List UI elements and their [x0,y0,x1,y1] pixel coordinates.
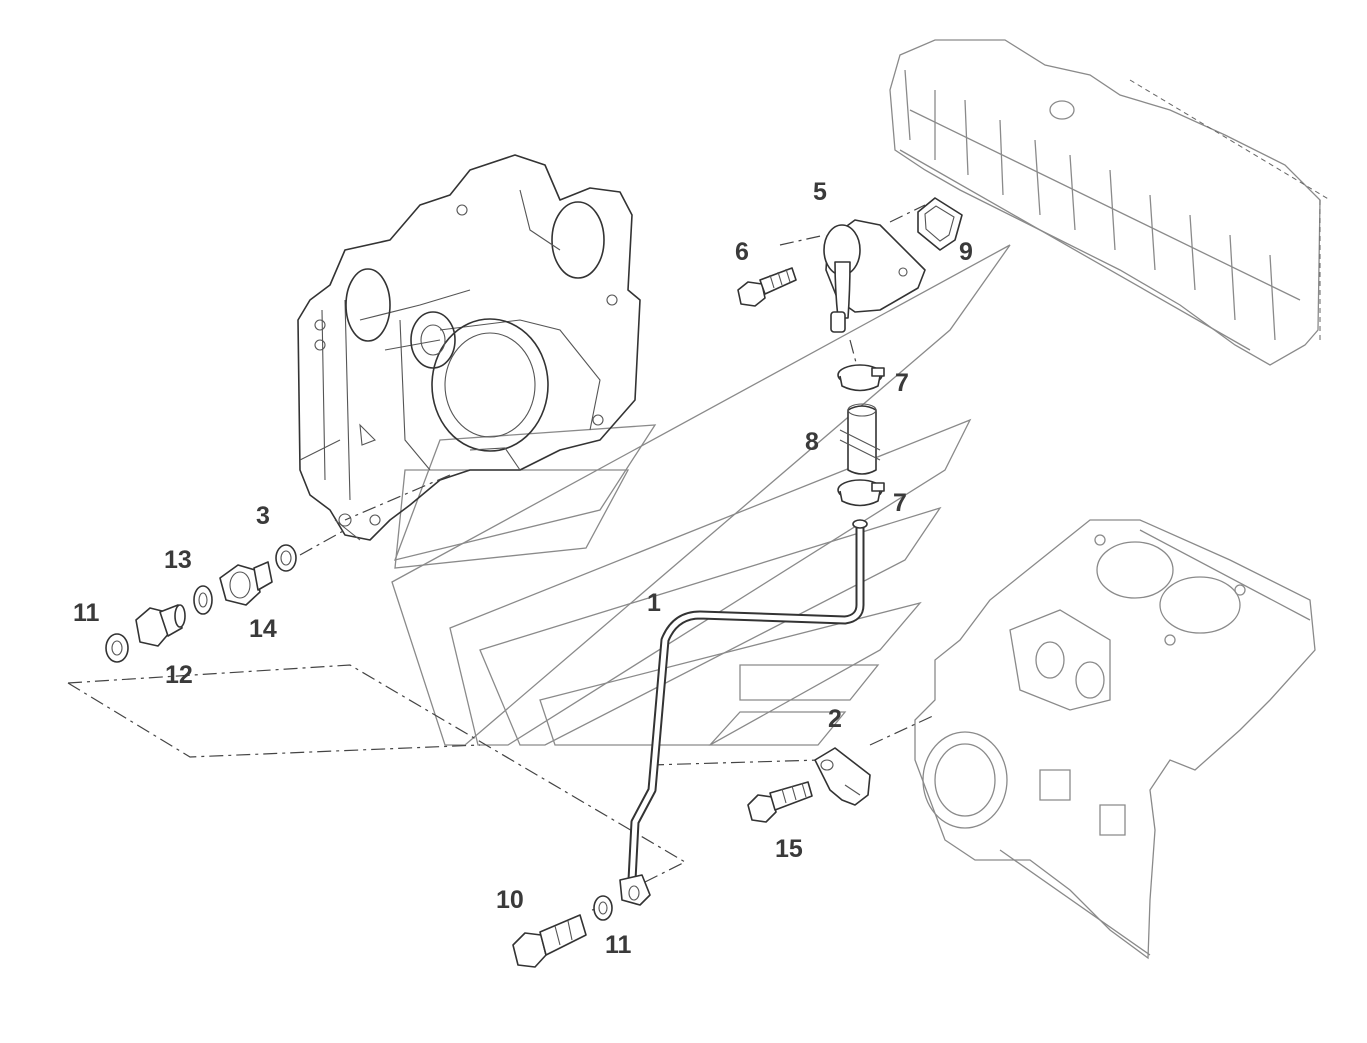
washer-11-lower [593,895,613,921]
banjo-bolt-10 [512,914,587,968]
oil-filter-head [823,219,926,333]
callout-6: 6 [735,238,749,266]
callout-7-upper: 7 [895,369,909,397]
callout-10: 10 [496,886,524,914]
oil-pipe-1 [619,519,868,906]
callout-1: 1 [647,589,661,617]
callout-11-lower: 11 [605,931,632,959]
adapter-12 [135,604,186,647]
callout-8: 8 [805,428,819,456]
callout-11-left: 11 [73,599,100,627]
assembly-lines [67,204,936,911]
callout-15: 15 [775,835,803,863]
filter-head-gasket [917,197,963,251]
callout-14: 14 [249,615,277,643]
washer-11-left [105,633,129,663]
bolt-6 [737,267,797,307]
washer-3 [275,544,297,572]
hose-8 [839,403,881,475]
pipe-clip-2 [814,747,871,806]
fitting-14 [219,561,273,606]
timing-cover-housing [297,154,641,541]
callout-9: 9 [959,238,973,266]
hose-clamp-lower [837,479,885,507]
hose-clamp-upper [837,364,885,392]
callout-labels: 1 2 3 5 6 7 7 8 9 10 11 11 12 13 14 15 [73,178,973,959]
bolt-15 [747,781,813,823]
callout-12: 12 [165,661,193,689]
callout-7-lower: 7 [893,489,907,517]
callout-2: 2 [828,705,842,733]
engine-block [914,519,1316,960]
washer-13 [193,585,213,615]
callout-13: 13 [164,546,192,574]
callout-3: 3 [256,502,270,530]
callout-5: 5 [813,178,827,206]
cylinder-head [889,39,1331,366]
